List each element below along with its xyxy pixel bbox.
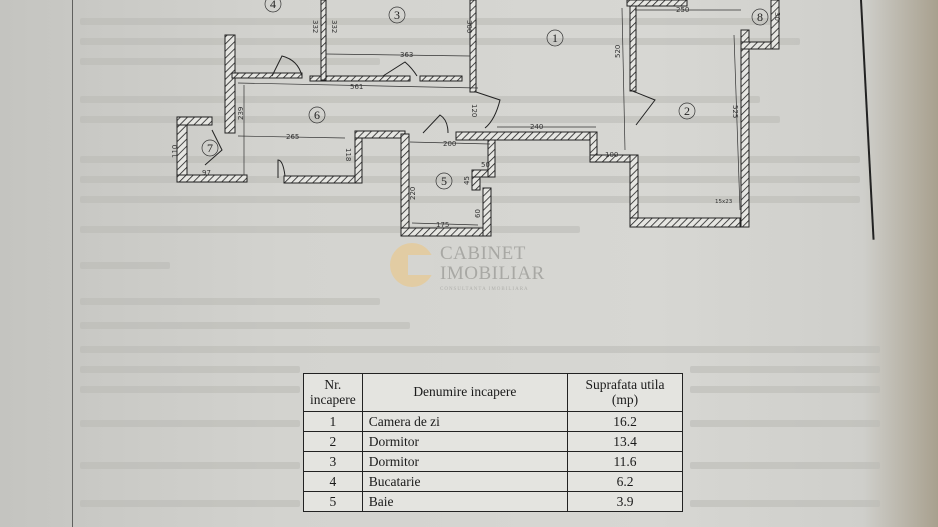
cell-nr: 5 [303,491,363,512]
svg-text:8: 8 [757,10,763,24]
svg-text:2: 2 [684,104,690,118]
cell-nr: 3 [303,451,363,472]
cell-area: 13.4 [567,431,683,452]
dimension-lines [237,7,741,226]
table-header-row: Nr. incapere Denumire incapere Suprafata… [303,373,683,412]
dimension-label: 60 [474,209,482,218]
watermark-logo-icon [390,243,434,287]
cell-nr: 1 [303,411,363,432]
cell-area: 3.9 [567,491,683,512]
dimension-label: 45 [463,176,471,185]
svg-text:7: 7 [207,141,213,155]
dimension-label: 250 [676,6,689,14]
dimension-label: 15x23 [715,199,733,205]
svg-text:6: 6 [314,108,320,122]
cell-nr: 4 [303,471,363,492]
dimension-label: 240 [530,123,543,131]
dimension-label: 50 [481,161,490,169]
dimension-label: 561 [350,83,363,91]
dimension-label: 120 [470,104,478,117]
dimension-label: 220 [409,187,417,200]
watermark-line1: CABINET [440,243,526,264]
cell-area: 11.6 [567,451,683,472]
room-marker-6: 6 [308,106,326,124]
doors [204,55,656,178]
dimension-label: 239 [237,107,245,120]
dimension-label: 520 [614,45,622,58]
floor-plan: 332 332 363 561 300 120 239 265 118 200 … [171,0,781,237]
svg-text:3: 3 [394,8,400,22]
cell-name: Bucatarie [361,471,569,492]
dimension-label: 332 [311,20,319,33]
header-name: Denumire incapere [361,373,569,412]
room-marker-3: 3 [388,6,406,24]
walls [176,0,780,237]
watermark-tagline: CONSULTANTA IMOBILIARA [440,287,529,292]
paper-edge [72,0,73,527]
room-marker-5: 5 [435,172,453,190]
svg-text:1: 1 [552,31,558,45]
dimension-label: 525 [731,105,739,118]
room-marker-1: 1 [546,29,564,47]
watermark-line2: IMOBILIAR [440,263,545,284]
rooms-table: Nr. incapere Denumire incapere Suprafata… [303,373,683,512]
header-area: Suprafata utila (mp) [567,373,683,412]
dimension-label: 175 [436,221,449,229]
dimension-label: 100 [605,151,618,159]
cell-name: Dormitor [361,451,569,472]
cell-name: Dormitor [361,431,569,452]
dimension-label: 118 [344,148,352,161]
room-marker-4: 4 [264,0,282,13]
cell-area: 6.2 [567,471,683,492]
header-nr: Nr. incapere [303,373,363,412]
dimension-label: 300 [465,20,473,33]
room-marker-2: 2 [678,102,696,120]
dimension-label: 265 [286,133,299,141]
dimension-label: 200 [443,140,456,148]
dimension-label: 97 [202,169,211,177]
cell-name: Baie [361,491,569,512]
cell-area: 16.2 [567,411,683,432]
dimension-label: 30 [773,12,781,21]
dimension-label: 363 [400,51,413,59]
svg-text:5: 5 [441,174,447,188]
room-marker-8: 8 [751,8,769,26]
dimension-label: 110 [171,145,179,158]
room-marker-7: 7 [201,139,219,157]
dimension-label: 332 [330,20,338,33]
cell-name: Camera de zi [361,411,569,432]
cell-nr: 2 [303,431,363,452]
svg-text:4: 4 [270,0,276,11]
